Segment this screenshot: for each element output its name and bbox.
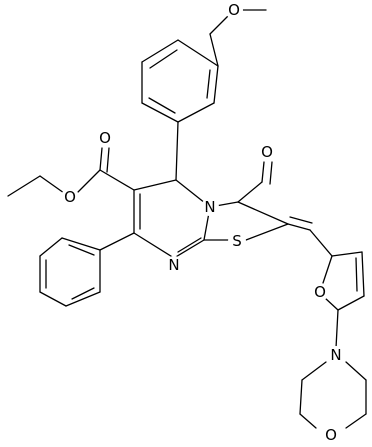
atom-labels: O O O O N N S O (61, 1, 345, 444)
thiazole-sulfur: S (228, 232, 246, 250)
ester-carbonyl-oxygen: O (96, 129, 114, 147)
svg-text:N: N (204, 198, 215, 216)
svg-text:N: N (168, 256, 179, 274)
svg-text:O: O (64, 188, 76, 206)
ester-oxygen: O (61, 188, 79, 206)
methoxy-oxygen: O (225, 1, 243, 19)
ring-nitrogen: N (201, 198, 219, 216)
svg-text:N: N (330, 346, 341, 364)
oxo-oxygen: O (258, 143, 276, 161)
imine-nitrogen: N (165, 256, 183, 274)
svg-text:S: S (232, 232, 242, 250)
bond-lines (7, 9, 367, 429)
svg-text:O: O (99, 129, 111, 147)
furan-oxygen: O (311, 283, 329, 301)
svg-text:O: O (228, 1, 240, 19)
svg-text:O: O (314, 283, 326, 301)
morpholine-nitrogen: N (327, 346, 345, 364)
svg-text:O: O (261, 143, 273, 161)
svg-text:O: O (325, 426, 337, 444)
morpholine-oxygen: O (322, 426, 340, 444)
